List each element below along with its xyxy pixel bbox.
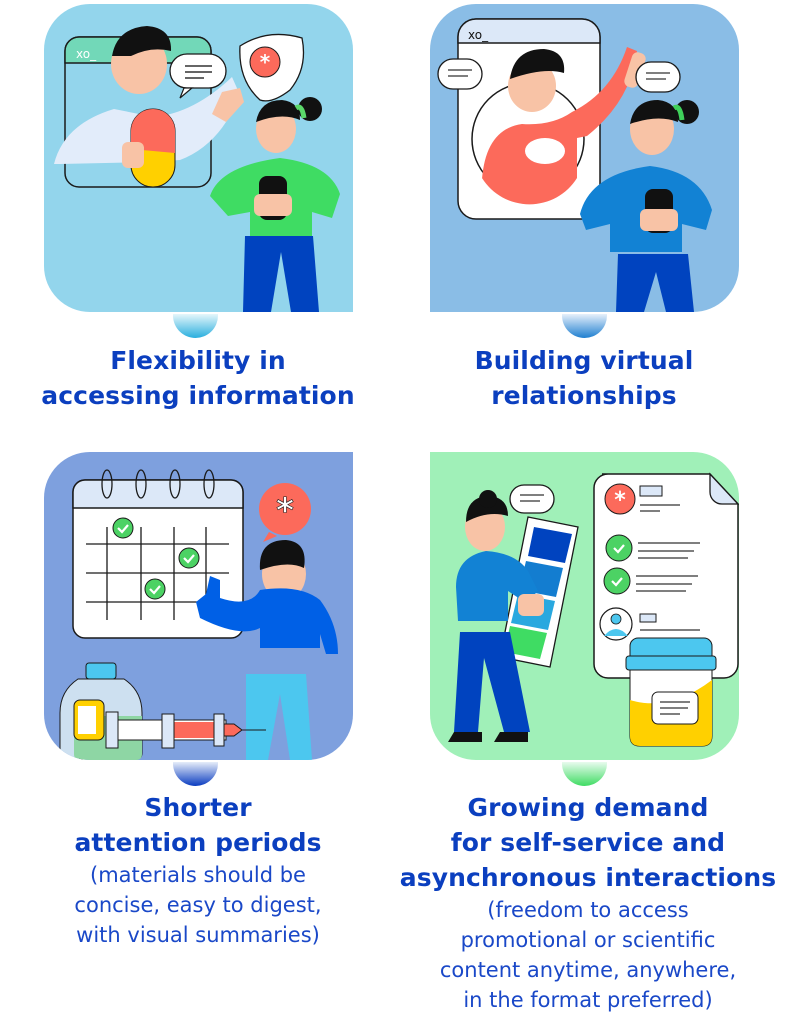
svg-text:*: * <box>614 488 626 513</box>
card-subtitle-line: promotional or scientific <box>460 928 716 952</box>
card-title-line: relationships <box>491 381 677 410</box>
illustration-panel-self-service: * <box>430 452 739 760</box>
illustration-panel-attention: * <box>44 452 353 760</box>
card-caption-attention: Shorter attention periods (materials sho… <box>14 790 382 950</box>
card-title-line: Shorter <box>144 793 252 822</box>
self-service-document-illustration: * <box>448 472 739 747</box>
card-title-line: attention periods <box>74 828 322 857</box>
video-call-relationship-illustration: xo_ <box>437 18 712 312</box>
card-caption-virtual-relationships: Building virtual relationships <box>400 343 768 413</box>
calendar-medicine-illustration: * <box>59 469 338 760</box>
card-subtitle-line: (materials should be <box>90 863 306 887</box>
card-subtitle-line: with visual summaries) <box>76 923 320 947</box>
illustration-panel-virtual-relationships: xo_ <box>430 4 739 312</box>
card-subtitle-line: concise, easy to digest, <box>74 893 322 917</box>
card-title-line: asynchronous interactions <box>399 863 777 892</box>
card-title-line: accessing information <box>41 381 355 410</box>
card-caption-flexibility: Flexibility in accessing information <box>14 343 382 413</box>
window-label: xo_ <box>468 28 489 42</box>
connector-drop-2 <box>562 314 607 338</box>
svg-text:*: * <box>260 50 271 74</box>
card-title-line: Building virtual <box>474 346 694 375</box>
illustration-panel-flexibility: xo_ * <box>44 4 353 312</box>
card-caption-self-service: Growing demand for self-service and asyn… <box>388 790 788 1015</box>
card-title-line: for self-service and <box>450 828 726 857</box>
connector-drop-4 <box>562 762 607 786</box>
card-title-line: Flexibility in <box>110 346 286 375</box>
card-subtitle-line: (freedom to access <box>487 898 689 922</box>
connector-drop-3 <box>173 762 218 786</box>
card-subtitle-line: in the format preferred) <box>463 988 713 1012</box>
svg-text:*: * <box>276 491 294 531</box>
card-title-line: Growing demand <box>467 793 709 822</box>
card-subtitle-line: content anytime, anywhere, <box>439 958 737 982</box>
doctor-video-call-illustration: xo_ * <box>54 26 340 312</box>
connector-drop-1 <box>173 314 218 338</box>
window-label: xo_ <box>76 47 97 61</box>
